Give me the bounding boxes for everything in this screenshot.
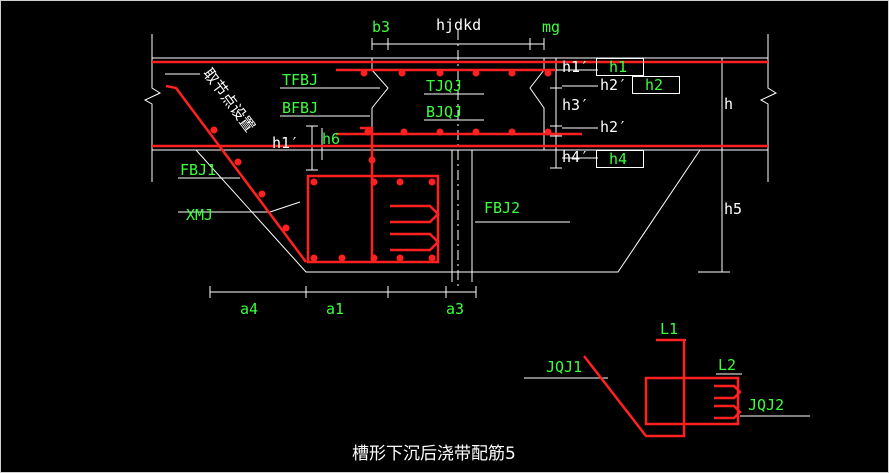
rebar-FBJ2-lower (390, 232, 440, 252)
rebar-JQJ2-lower (714, 404, 742, 420)
label-FBJ1: FBJ1 (180, 161, 217, 179)
label-h1p-left: h1′ (272, 134, 300, 152)
label-h5: h5 (724, 200, 743, 218)
right-break-line (759, 34, 778, 182)
rebar-FBJ2-upper (390, 204, 440, 224)
rebar-FBJ1 (360, 126, 374, 186)
label-h6: h6 (322, 130, 341, 148)
box-h1[interactable]: h1 (596, 58, 644, 76)
label-a1: a1 (326, 300, 345, 318)
label-TJQJ: TJQJ (426, 77, 463, 95)
box-h2[interactable]: h2 (632, 76, 680, 94)
label-FBJ2: FBJ2 (484, 199, 521, 217)
label-TFBJ: TFBJ (282, 71, 319, 89)
joint-right-outline (529, 58, 545, 150)
rebar-detail-stirrup (644, 376, 740, 426)
label-a4: a4 (240, 300, 259, 318)
label-mg: mg (542, 18, 561, 36)
rebar-JQJ2-upper (714, 384, 742, 400)
label-a3: a3 (446, 300, 465, 318)
left-break-line (143, 34, 162, 182)
rebar-XMJ (165, 84, 308, 263)
label-h1p: h1′ (562, 58, 590, 76)
label-h4p: h4′ (562, 148, 590, 166)
label-JQJ1: JQJ1 (546, 358, 583, 376)
drawing-title: 槽形下沉后浇带配筋5 (352, 444, 516, 464)
trough-outline (195, 149, 701, 273)
label-L2: L2 (718, 356, 737, 374)
rebar-dots (210, 69, 552, 262)
label-BJQJ: BJQJ (426, 103, 463, 121)
label-h2p-top: h2′ (600, 76, 628, 94)
label-h3p: h3′ (562, 96, 590, 114)
label-L1: L1 (660, 320, 679, 338)
label-h: h (724, 95, 734, 113)
rebar-JQJ1 (583, 338, 686, 438)
label-h2p-bot: h2′ (600, 118, 628, 136)
box-h4[interactable]: h4 (596, 150, 644, 168)
label-JQJ2: JQJ2 (748, 396, 785, 414)
joint-left-outline (371, 58, 389, 150)
label-hjdkd: hjdkd (436, 16, 482, 34)
label-BFBJ: BFBJ (282, 99, 319, 117)
label-XMJ: XMJ (186, 206, 214, 224)
label-b3: b3 (372, 18, 391, 36)
